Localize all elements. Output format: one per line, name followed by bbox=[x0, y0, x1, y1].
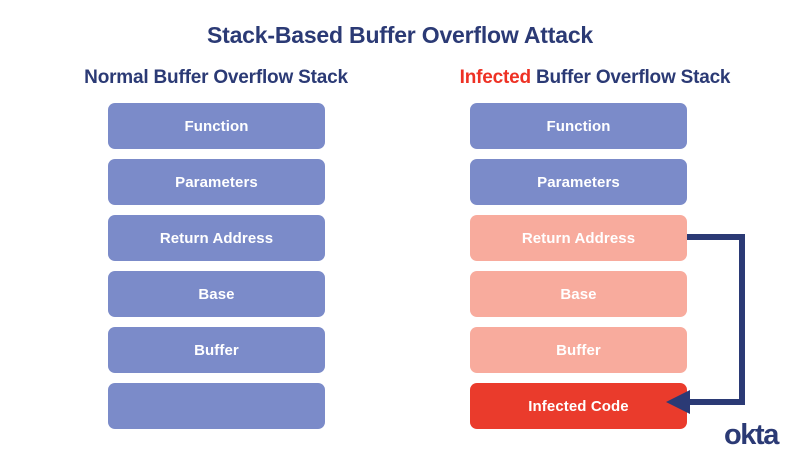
stack-cell-base-infected: Base bbox=[470, 271, 687, 317]
infected-stack-column: Function Parameters Return Address Base … bbox=[470, 103, 687, 429]
stack-cell-parameters-normal: Parameters bbox=[108, 159, 325, 205]
stack-cell-return-address-infected: Return Address bbox=[470, 215, 687, 261]
stack-cell-infected-code: Infected Code bbox=[470, 383, 687, 429]
left-column-heading: Normal Buffer Overflow Stack bbox=[0, 67, 432, 89]
page-title: Stack-Based Buffer Overflow Attack bbox=[206, 22, 594, 48]
stack-cell-empty-normal bbox=[108, 383, 325, 429]
stack-cell-parameters-infected: Parameters bbox=[470, 159, 687, 205]
right-heading-rest: Buffer Overflow Stack bbox=[530, 67, 731, 88]
normal-stack-column: Function Parameters Return Address Base … bbox=[108, 103, 325, 429]
okta-logo: okta bbox=[723, 419, 779, 451]
left-heading-rest: Buffer Overflow Stack bbox=[148, 67, 349, 88]
arrow-path bbox=[683, 234, 745, 405]
stack-cell-buffer-normal: Buffer bbox=[108, 327, 325, 373]
right-heading-prefix-infected: Infected bbox=[459, 67, 531, 88]
stack-cell-buffer-infected: Buffer bbox=[470, 327, 687, 373]
stack-cell-return-address-normal: Return Address bbox=[108, 215, 325, 261]
stack-cell-function-infected: Function bbox=[470, 103, 687, 149]
stack-cell-function-normal: Function bbox=[108, 103, 325, 149]
right-column-heading: Infected Buffer Overflow Stack bbox=[415, 67, 775, 89]
stack-cell-base-normal: Base bbox=[108, 271, 325, 317]
left-heading-prefix: Normal bbox=[84, 67, 149, 88]
